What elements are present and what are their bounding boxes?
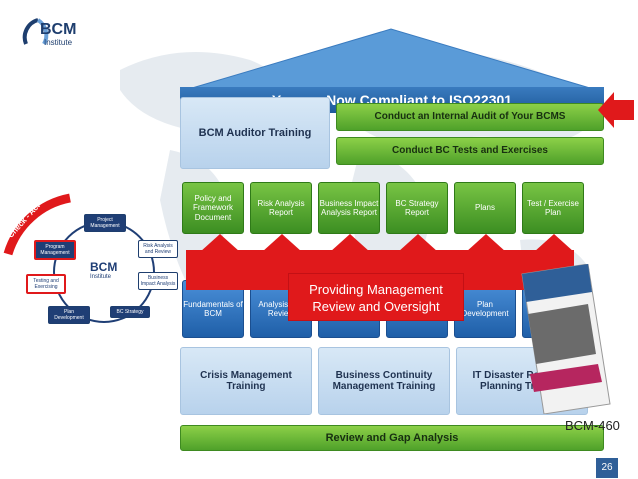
logo-title: BCM <box>40 21 77 38</box>
pillar-test-exercise: Test / Exercise Plan <box>522 182 584 234</box>
bc-tests-box: Conduct BC Tests and Exercises <box>336 137 604 165</box>
node-program-management: Program Management <box>34 240 76 260</box>
node-bia: Business Impact Analysis <box>138 272 178 290</box>
node-bc-strategy: BC Strategy <box>110 306 150 318</box>
node-risk-analysis: Risk Analysis and Review <box>138 240 178 258</box>
crisis-training-box: Crisis Management Training <box>180 347 312 415</box>
upper-panel <box>180 97 330 169</box>
bcm-cycle-diagram: Check - Act BCM Institute Project Manage… <box>0 190 180 340</box>
pillar-plans: Plans <box>454 182 516 234</box>
page-number: 26 <box>596 458 618 478</box>
auditor-training-box: BCM Auditor Training <box>198 126 312 139</box>
internal-audit-box: Conduct an Internal Audit of Your BCMS <box>336 103 604 131</box>
node-project-management: Project Management <box>84 214 126 232</box>
pillar-policy: Policy and Framework Document <box>182 182 244 234</box>
bc-training-box: Business Continuity Management Training <box>318 347 450 415</box>
book-cover-image <box>521 264 611 414</box>
management-review-callout: Providing Management Review and Oversigh… <box>288 273 464 321</box>
review-gap-box: Review and Gap Analysis <box>180 425 604 451</box>
node-testing: Testing and Exercising <box>26 274 66 294</box>
pillar-bia: Business Impact Analysis Report <box>318 182 380 234</box>
book-label: BCM-460 <box>565 418 620 433</box>
cycle-center-subtitle: Institute <box>90 274 112 280</box>
cycle-center-title: BCM <box>90 260 118 274</box>
bcm-logo <box>22 18 49 45</box>
pillar-risk-analysis: Risk Analysis Report <box>250 182 312 234</box>
pillar-bc-strategy: BC Strategy Report <box>386 182 448 234</box>
node-plan-development: Plan Development <box>48 306 90 324</box>
logo-subtitle: Institute <box>44 38 73 47</box>
